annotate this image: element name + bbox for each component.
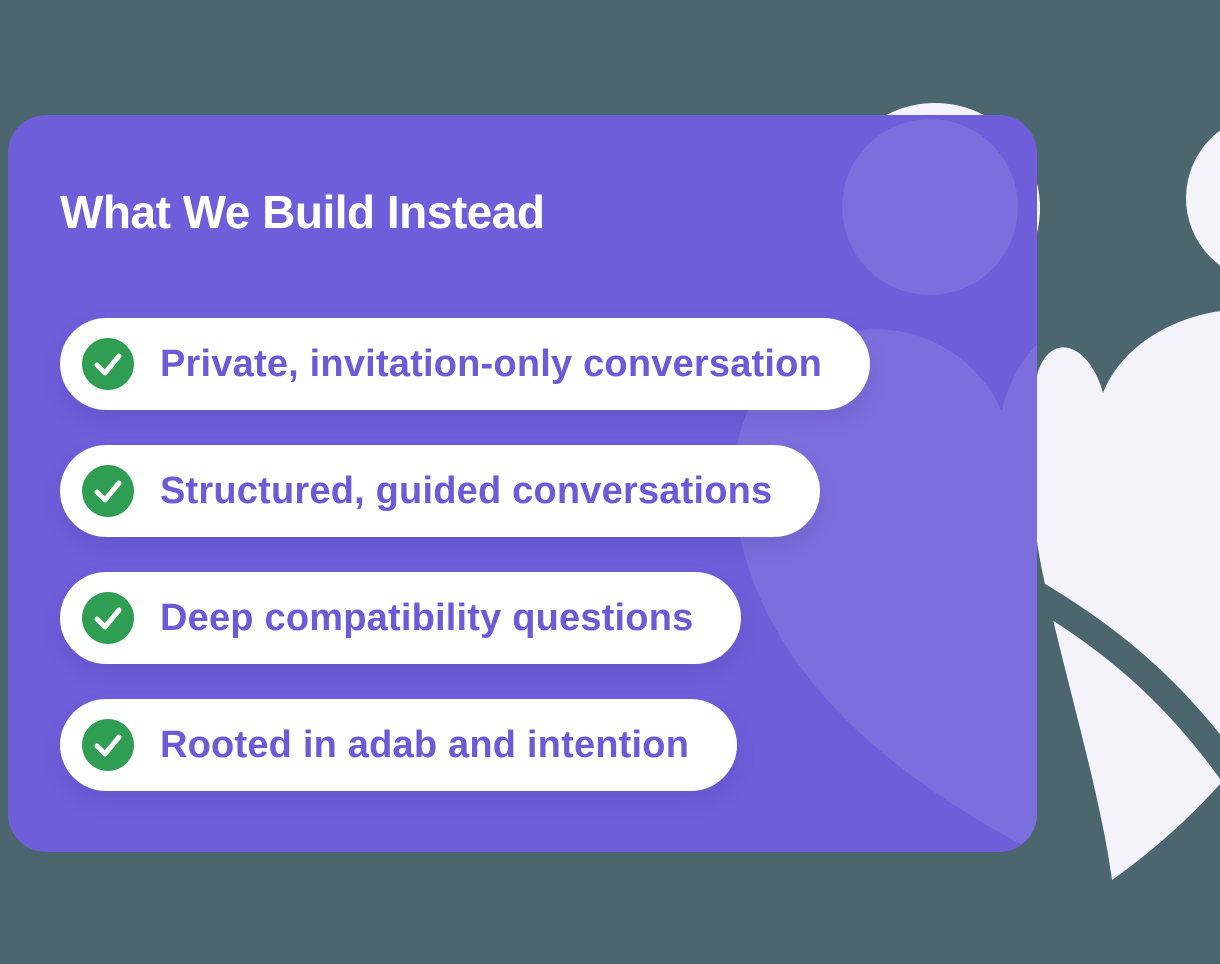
swoosh-icon <box>1006 571 1220 779</box>
feature-label: Rooted in adab and intention <box>160 723 690 766</box>
check-icon <box>82 338 134 391</box>
feature-item: Structured, guided conversations <box>60 445 821 538</box>
feature-label: Structured, guided conversations <box>160 469 773 512</box>
card-content: What We Build Instead Private, invitatio… <box>8 115 1037 792</box>
feature-label: Deep compatibility questions <box>160 596 694 639</box>
what-we-build-card: What We Build Instead Private, invitatio… <box>8 115 1037 852</box>
feature-item: Rooted in adab and intention <box>60 699 738 792</box>
check-icon <box>82 465 134 518</box>
check-icon <box>82 719 134 772</box>
feature-item: Private, invitation-only conversation <box>60 318 870 411</box>
check-icon <box>82 592 134 645</box>
heart-icon <box>1029 311 1220 880</box>
feature-list: Private, invitation-only conversation St… <box>60 318 997 792</box>
small-circle-icon <box>1186 130 1220 266</box>
feature-label: Private, invitation-only conversation <box>160 342 822 385</box>
card-title: What We Build Instead <box>60 186 545 238</box>
feature-item: Deep compatibility questions <box>60 572 742 665</box>
